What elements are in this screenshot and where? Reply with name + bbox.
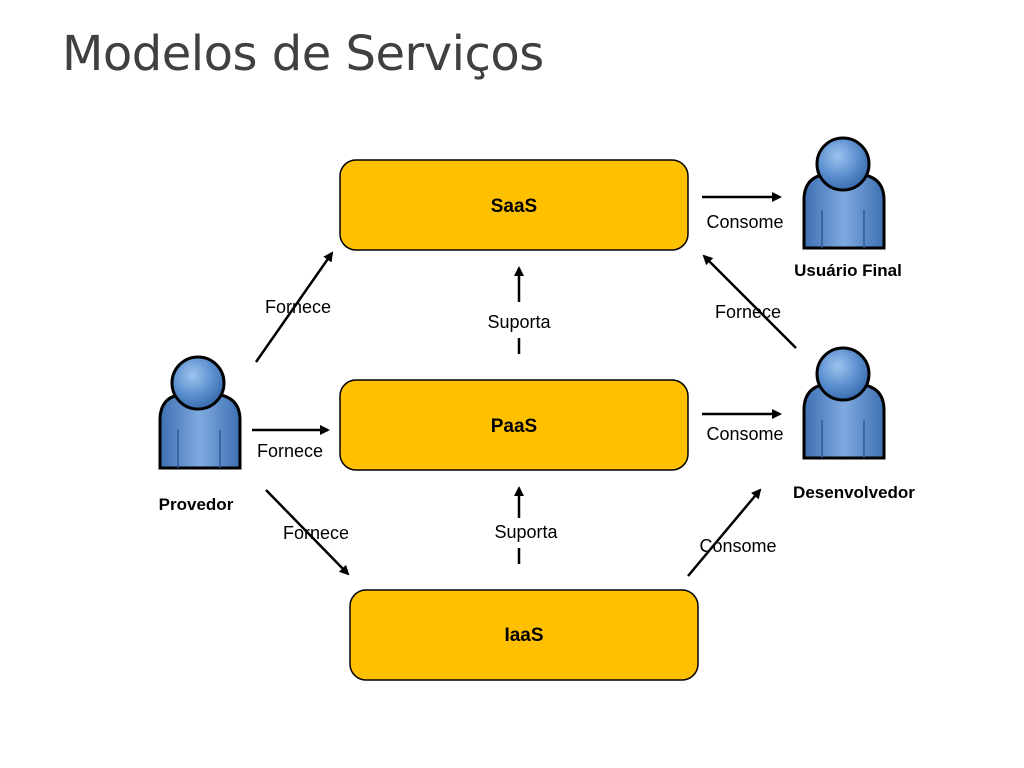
page-title: Modelos de Serviços [62,26,544,82]
edge-iaas-supports-paas: Suporta [494,486,559,564]
edge-saas-consumed-label: Consome [706,212,783,232]
iaas-label: IaaS [504,625,543,646]
developer-label: Desenvolvedor [793,483,915,502]
developer-actor: Desenvolvedor [793,346,915,502]
edge-paas-consumed-label: Consome [706,424,783,444]
edge-iaas-consumed-label: Consome [699,536,776,556]
edge-provider-iaas: Fornece [265,489,350,576]
end-user-label: Usuário Final [794,261,902,280]
edge-paas-consumed-by-developer: Consome [702,409,784,444]
edge-paas-supports-saas-label: Suporta [487,312,551,332]
saas-box: SaaS [339,159,689,251]
edge-developer-saas: Fornece [702,254,797,349]
edge-iaas-consumed-by-developer: Consome [687,488,777,577]
provider-person-icon [158,355,242,470]
edge-provider-saas-label: Fornece [265,297,331,317]
edge-paas-supports-saas: Suporta [487,266,552,354]
end-user-person-icon [802,136,886,250]
edge-provider-iaas-label: Fornece [283,523,349,543]
end-user-actor: Usuário Final [794,136,902,280]
saas-label: SaaS [491,196,537,217]
edge-provider-saas: Fornece [254,251,334,363]
iaas-box: IaaS [349,589,699,681]
provider-label: Provedor [159,495,234,514]
developer-person-icon [802,346,886,460]
provider-actor: Provedor [158,355,242,514]
paas-label: PaaS [491,416,537,437]
edge-saas-consumed-by-end-user: Consome [702,192,784,232]
edge-provider-paas-label: Fornece [257,441,323,461]
edge-developer-saas-label: Fornece [715,302,781,322]
edge-provider-paas: Fornece [252,425,330,461]
paas-box: PaaS [339,379,689,471]
edge-iaas-supports-paas-label: Suporta [494,522,558,542]
